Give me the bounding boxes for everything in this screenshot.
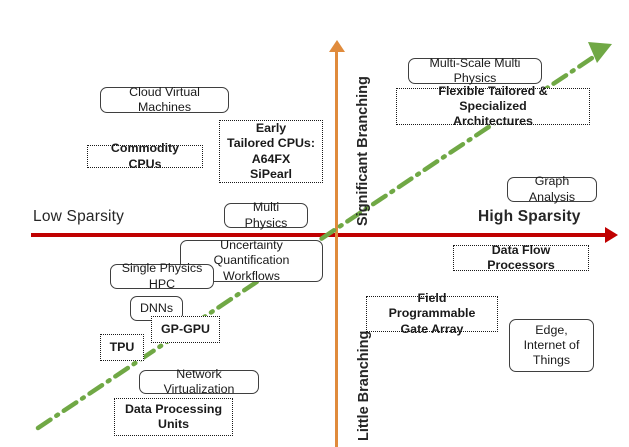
chart-item-label: Data Processing Units — [124, 401, 223, 431]
chart-item-label: Commodity CPUs — [110, 141, 180, 171]
chart-item-label: Multi-Scale Multi Physics — [429, 55, 521, 85]
chart-item-box: Cloud Virtual Machines — [100, 84, 229, 114]
chart-item-box: Flexible Tailored & Specialized Architec… — [396, 84, 590, 128]
chart-item-label: GP-GPU — [161, 321, 210, 336]
chart-item-label: Network Virtualization — [163, 366, 235, 396]
chart-item-label: Graph Analysis — [528, 174, 576, 204]
chart-item-box: Single Physics HPC — [110, 261, 214, 291]
x-axis-arrowhead-icon — [605, 227, 618, 243]
chart-item-label: TPU — [109, 339, 135, 354]
chart-item-box: Early Tailored CPUs: A64FX SiPearl — [219, 120, 323, 183]
chart-item-label: Early Tailored CPUs: A64FX SiPearl — [227, 121, 315, 181]
chart-item-label: Data Flow Processors — [487, 242, 555, 272]
chart-item-label: Edge, Internet of Things — [523, 322, 580, 368]
x-axis-line — [31, 233, 609, 237]
chart-item-box: Commodity CPUs — [87, 141, 203, 171]
chart-item-label: Multi Physics — [244, 200, 288, 230]
axis-label-little-branching: Little Branching — [356, 330, 372, 441]
chart-item-box: Graph Analysis — [507, 174, 597, 204]
chart-item-label: DNNs — [139, 300, 174, 315]
y-axis-arrowhead-icon — [329, 40, 345, 52]
chart-item-box: Edge, Internet of Things — [509, 319, 594, 372]
chart-item-box: GP-GPU — [151, 316, 220, 343]
chart-item-label: Flexible Tailored & Specialized Architec… — [438, 83, 548, 129]
chart-item-label: Cloud Virtual Machines — [129, 84, 200, 114]
chart-item-label: Single Physics HPC — [121, 261, 203, 291]
axis-label-low-sparsity: Low Sparsity — [33, 208, 125, 225]
chart-item-box: Data Flow Processors — [453, 242, 589, 272]
chart-item-box: TPU — [100, 334, 144, 361]
chart-item-box: Data Processing Units — [114, 398, 233, 436]
chart-item-box: Network Virtualization — [139, 366, 259, 396]
chart-item-label: Uncertainty Quantification Workflows — [213, 238, 290, 283]
chart-item-box: Multi Physics — [224, 200, 308, 230]
axis-label-significant-branching: Significant Branching — [355, 76, 371, 226]
chart-item-label: Field Programmable Gate Array — [388, 291, 476, 336]
chart-item-box: Multi-Scale Multi Physics — [408, 55, 542, 85]
axis-label-high-sparsity: High Sparsity — [478, 208, 581, 225]
chart-item-box: Field Programmable Gate Array — [366, 291, 498, 336]
y-axis-line — [335, 50, 338, 447]
